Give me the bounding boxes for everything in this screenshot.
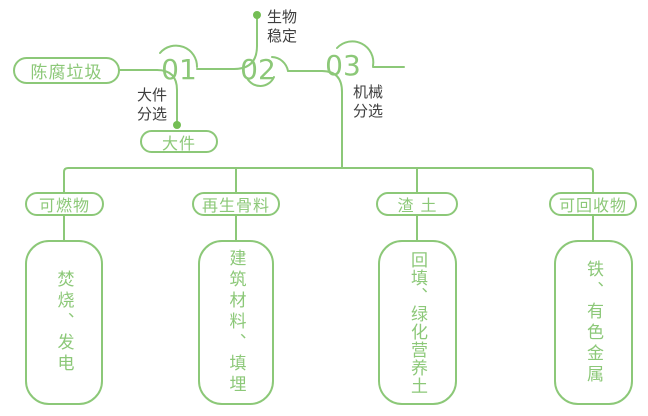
step1-ring-arc <box>159 44 199 68</box>
edge-step1-drop <box>156 69 178 122</box>
node-disposal-incineration: 焚烧、发电 <box>25 240 103 405</box>
distribution-line <box>63 167 594 193</box>
disposal-text: 铁、有色金属 <box>584 259 603 386</box>
step-number-3: 03 <box>325 49 361 82</box>
step2-ring-swoosh-arc <box>271 56 289 72</box>
category-label: 再生骨料 <box>201 198 270 215</box>
category-label: 可回收物 <box>558 198 627 215</box>
node-disposal-backfill: 回填、绿化营养土 <box>378 240 457 405</box>
step2-ring-smile-arc <box>246 76 275 87</box>
disposal-text: 建筑材料、填埋 <box>226 249 246 396</box>
disposal-text: 回填、绿化营养土 <box>408 250 427 395</box>
edge-step2-riser <box>233 18 258 70</box>
node-category-recyclables: 可回收物 <box>549 192 637 216</box>
node-bulky-output-label: 大件 <box>161 135 196 153</box>
node-source: 陈腐垃圾 <box>13 57 120 84</box>
step-label-bulky-sorting: 大件 分选 <box>137 87 168 123</box>
node-category-recycled-aggregate: 再生骨料 <box>192 192 280 216</box>
node-source-label: 陈腐垃圾 <box>30 63 103 82</box>
step-label-bio-stabilization: 生物 稳定 <box>267 9 298 45</box>
node-category-combustibles: 可燃物 <box>25 192 104 216</box>
step1-drop-dot <box>173 121 181 129</box>
node-bulky-output: 大件 <box>140 130 218 153</box>
step-number-2: 02 <box>240 53 276 86</box>
step3-ring-arc <box>336 40 375 67</box>
step-number-1: 01 <box>161 53 197 86</box>
step2-riser-dot <box>253 11 261 19</box>
node-disposal-metals: 铁、有色金属 <box>554 240 633 405</box>
step-label-mechanical-sorting: 机械 分选 <box>353 84 384 120</box>
category-label: 渣土 <box>397 198 444 215</box>
edge-step3-drop <box>321 70 343 169</box>
node-category-slag-soil: 渣土 <box>376 192 458 216</box>
category-label: 可燃物 <box>38 198 90 215</box>
node-disposal-building-materials: 建筑材料、填埋 <box>198 240 274 405</box>
disposal-text: 焚烧、发电 <box>54 270 74 375</box>
